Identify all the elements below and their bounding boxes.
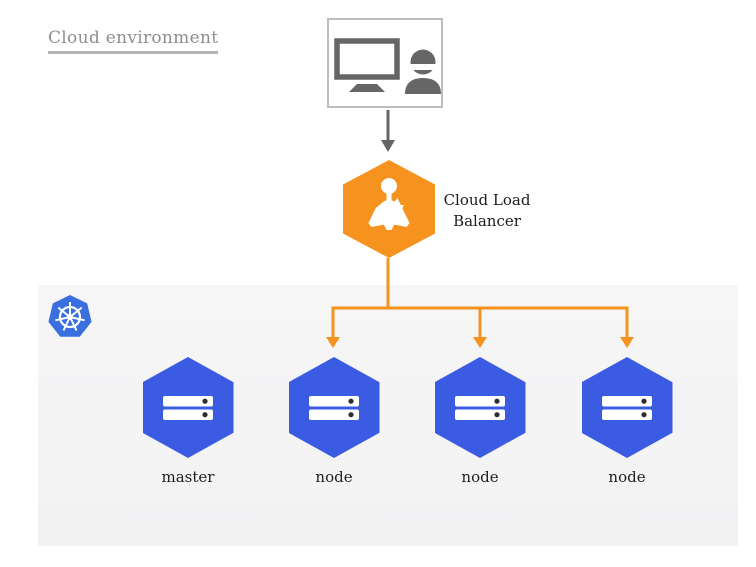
server-icon: [309, 395, 359, 420]
kubernetes-icon: [55, 302, 85, 331]
server-icon: [163, 395, 213, 420]
person-icon: [405, 49, 441, 94]
node-label: node: [608, 468, 646, 486]
load-balancer-label-line1: Cloud Load: [443, 191, 531, 209]
node-hexagon: [434, 357, 526, 458]
page-title: Cloud environment: [48, 28, 219, 54]
master-node-label: master: [161, 468, 215, 486]
monitor-icon: [334, 38, 400, 92]
client-to-loadbalancer-arrow: [381, 110, 395, 152]
load-balancer-label-line2: Balancer: [453, 212, 521, 230]
node-hexagon: [288, 357, 380, 458]
load-balancer-hexagon: [343, 160, 435, 258]
load-balancer-label: Cloud Load Balancer: [427, 190, 547, 232]
node-label: node: [315, 468, 353, 486]
node-label: node: [461, 468, 499, 486]
server-icon: [602, 395, 652, 420]
node-hexagon: [581, 357, 673, 458]
master-node-hexagon: [142, 357, 234, 458]
load-balancer-icon: [343, 178, 435, 230]
server-icon: [455, 395, 505, 420]
client-box: [327, 18, 443, 108]
